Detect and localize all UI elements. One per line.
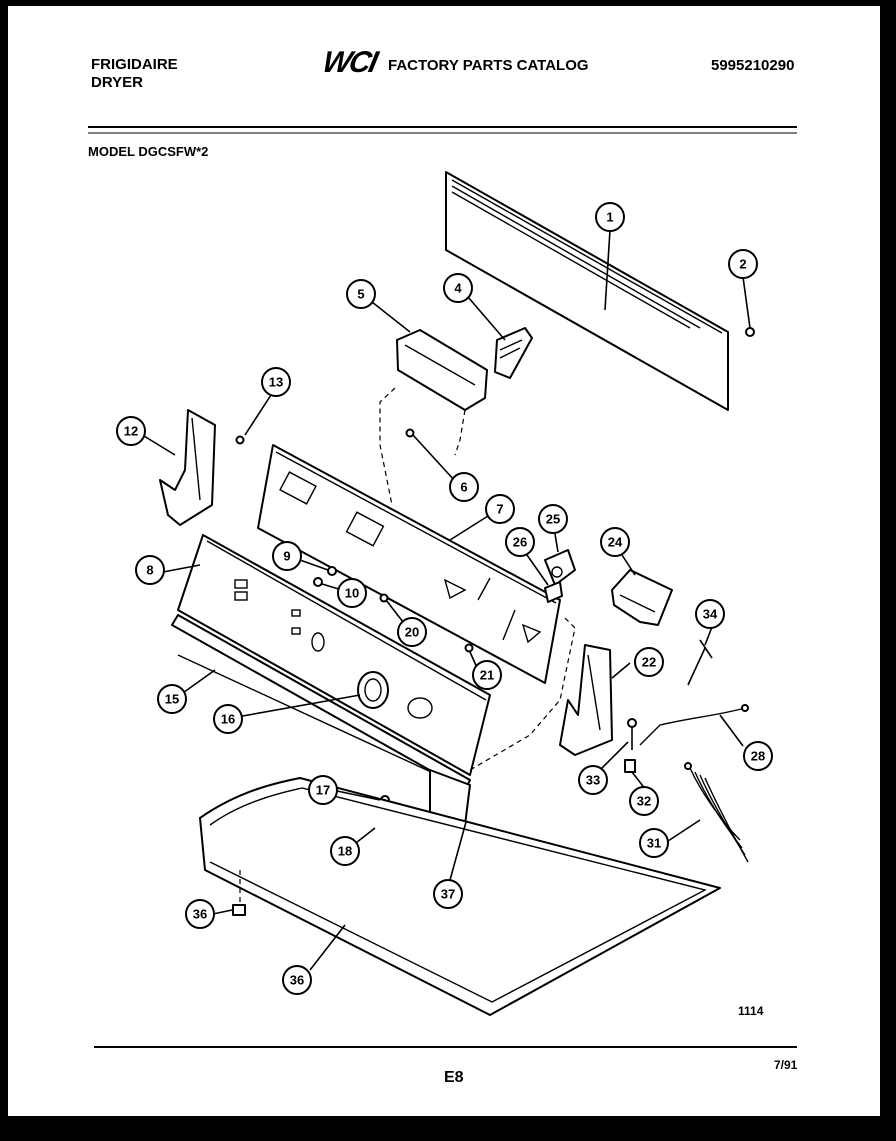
svg-text:15: 15 — [165, 692, 179, 707]
svg-text:13: 13 — [269, 375, 283, 390]
part-36-screw — [232, 870, 246, 916]
svg-text:2: 2 — [739, 257, 746, 272]
svg-text:34: 34 — [703, 607, 718, 622]
callout-36b: 36 — [282, 965, 312, 995]
callout-22: 22 — [634, 647, 664, 677]
callout-13: 13 — [261, 367, 291, 397]
svg-text:36: 36 — [290, 973, 304, 988]
part-26-clip — [544, 581, 563, 603]
callout-7: 7 — [485, 494, 515, 524]
callout-6: 6 — [449, 472, 479, 502]
part-25-switch — [544, 549, 576, 586]
svg-text:8: 8 — [146, 563, 153, 578]
part-9-screw — [327, 566, 337, 576]
part-33-screw — [627, 718, 637, 750]
callout-26: 26 — [505, 527, 535, 557]
svg-text:31: 31 — [647, 836, 661, 851]
callout-33: 33 — [578, 765, 608, 795]
part-21-screw — [464, 643, 474, 653]
callout-21: 21 — [472, 660, 502, 690]
part-13-screw — [235, 435, 245, 445]
callout-32: 32 — [629, 786, 659, 816]
svg-text:1: 1 — [606, 210, 613, 225]
part-10-screw — [313, 577, 323, 587]
catalog-title: FACTORY PARTS CATALOG — [388, 57, 589, 74]
callout-12: 12 — [116, 416, 146, 446]
svg-text:24: 24 — [608, 535, 623, 550]
part-1-console-back-panel — [445, 171, 729, 411]
callout-2: 2 — [728, 249, 758, 279]
svg-text:21: 21 — [480, 668, 494, 683]
part-28-wire — [639, 704, 749, 746]
part-34-bolt — [687, 639, 713, 686]
svg-text:32: 32 — [637, 794, 651, 809]
model-number: MODEL DGCSFW*2 — [88, 144, 209, 159]
svg-text:26: 26 — [513, 535, 527, 550]
part-2-screw — [745, 327, 755, 337]
svg-text:36: 36 — [193, 907, 207, 922]
part-16-knob — [357, 671, 389, 709]
svg-text:18: 18 — [338, 844, 352, 859]
part-6-screw — [405, 428, 456, 482]
callout-1: 1 — [595, 202, 625, 232]
callout-16: 16 — [213, 704, 243, 734]
callout-4: 4 — [443, 273, 473, 303]
part-32-clip — [624, 759, 636, 773]
svg-text:17: 17 — [316, 783, 330, 798]
callout-37: 37 — [433, 879, 463, 909]
callout-20: 20 — [397, 617, 427, 647]
product-name: DRYER — [91, 74, 143, 91]
svg-text:7: 7 — [496, 502, 503, 517]
callout-25: 25 — [538, 504, 568, 534]
callout-8: 8 — [135, 555, 165, 585]
svg-text:33: 33 — [586, 773, 600, 788]
svg-text:25: 25 — [546, 512, 560, 527]
svg-text:22: 22 — [642, 655, 656, 670]
callout-34: 34 — [695, 599, 725, 629]
svg-text:20: 20 — [405, 625, 419, 640]
page-code: E8 — [444, 1069, 464, 1086]
part-5-bracket — [396, 329, 488, 411]
svg-text:9: 9 — [283, 549, 290, 564]
brand-name: FRIGIDAIRE — [91, 56, 178, 73]
callout-17: 17 — [308, 775, 338, 805]
svg-text:4: 4 — [454, 281, 462, 296]
svg-text:12: 12 — [124, 424, 138, 439]
part-20-screw — [379, 593, 389, 603]
part-8-front-console-panel — [177, 534, 491, 776]
figure-number: 1114 — [738, 1004, 764, 1018]
svg-text:6: 6 — [460, 480, 467, 495]
svg-text:10: 10 — [345, 586, 359, 601]
part-24-timer — [611, 569, 673, 626]
callout-36a: 36 — [185, 899, 215, 929]
callout-31: 31 — [639, 828, 669, 858]
svg-text:5: 5 — [357, 287, 364, 302]
part-31-wire-harness — [684, 762, 749, 863]
svg-text:37: 37 — [441, 887, 455, 902]
leader-lines — [143, 229, 751, 971]
revision-date: 7/91 — [774, 1058, 798, 1072]
callout-15: 15 — [157, 684, 187, 714]
callout-10: 10 — [337, 578, 367, 608]
catalog-number: 5995210290 — [711, 57, 795, 74]
callout-18: 18 — [330, 836, 360, 866]
svg-text:16: 16 — [221, 712, 235, 727]
part-22-end-bracket-right — [559, 644, 613, 756]
svg-text:28: 28 — [751, 749, 765, 764]
part-7-control-panel — [257, 444, 561, 684]
part-4-terminal-block — [494, 327, 533, 379]
callout-24: 24 — [600, 527, 630, 557]
part-12-end-bracket-left — [159, 409, 216, 526]
callout-9: 9 — [272, 541, 302, 571]
callout-28: 28 — [743, 741, 773, 771]
callout-5: 5 — [346, 279, 376, 309]
